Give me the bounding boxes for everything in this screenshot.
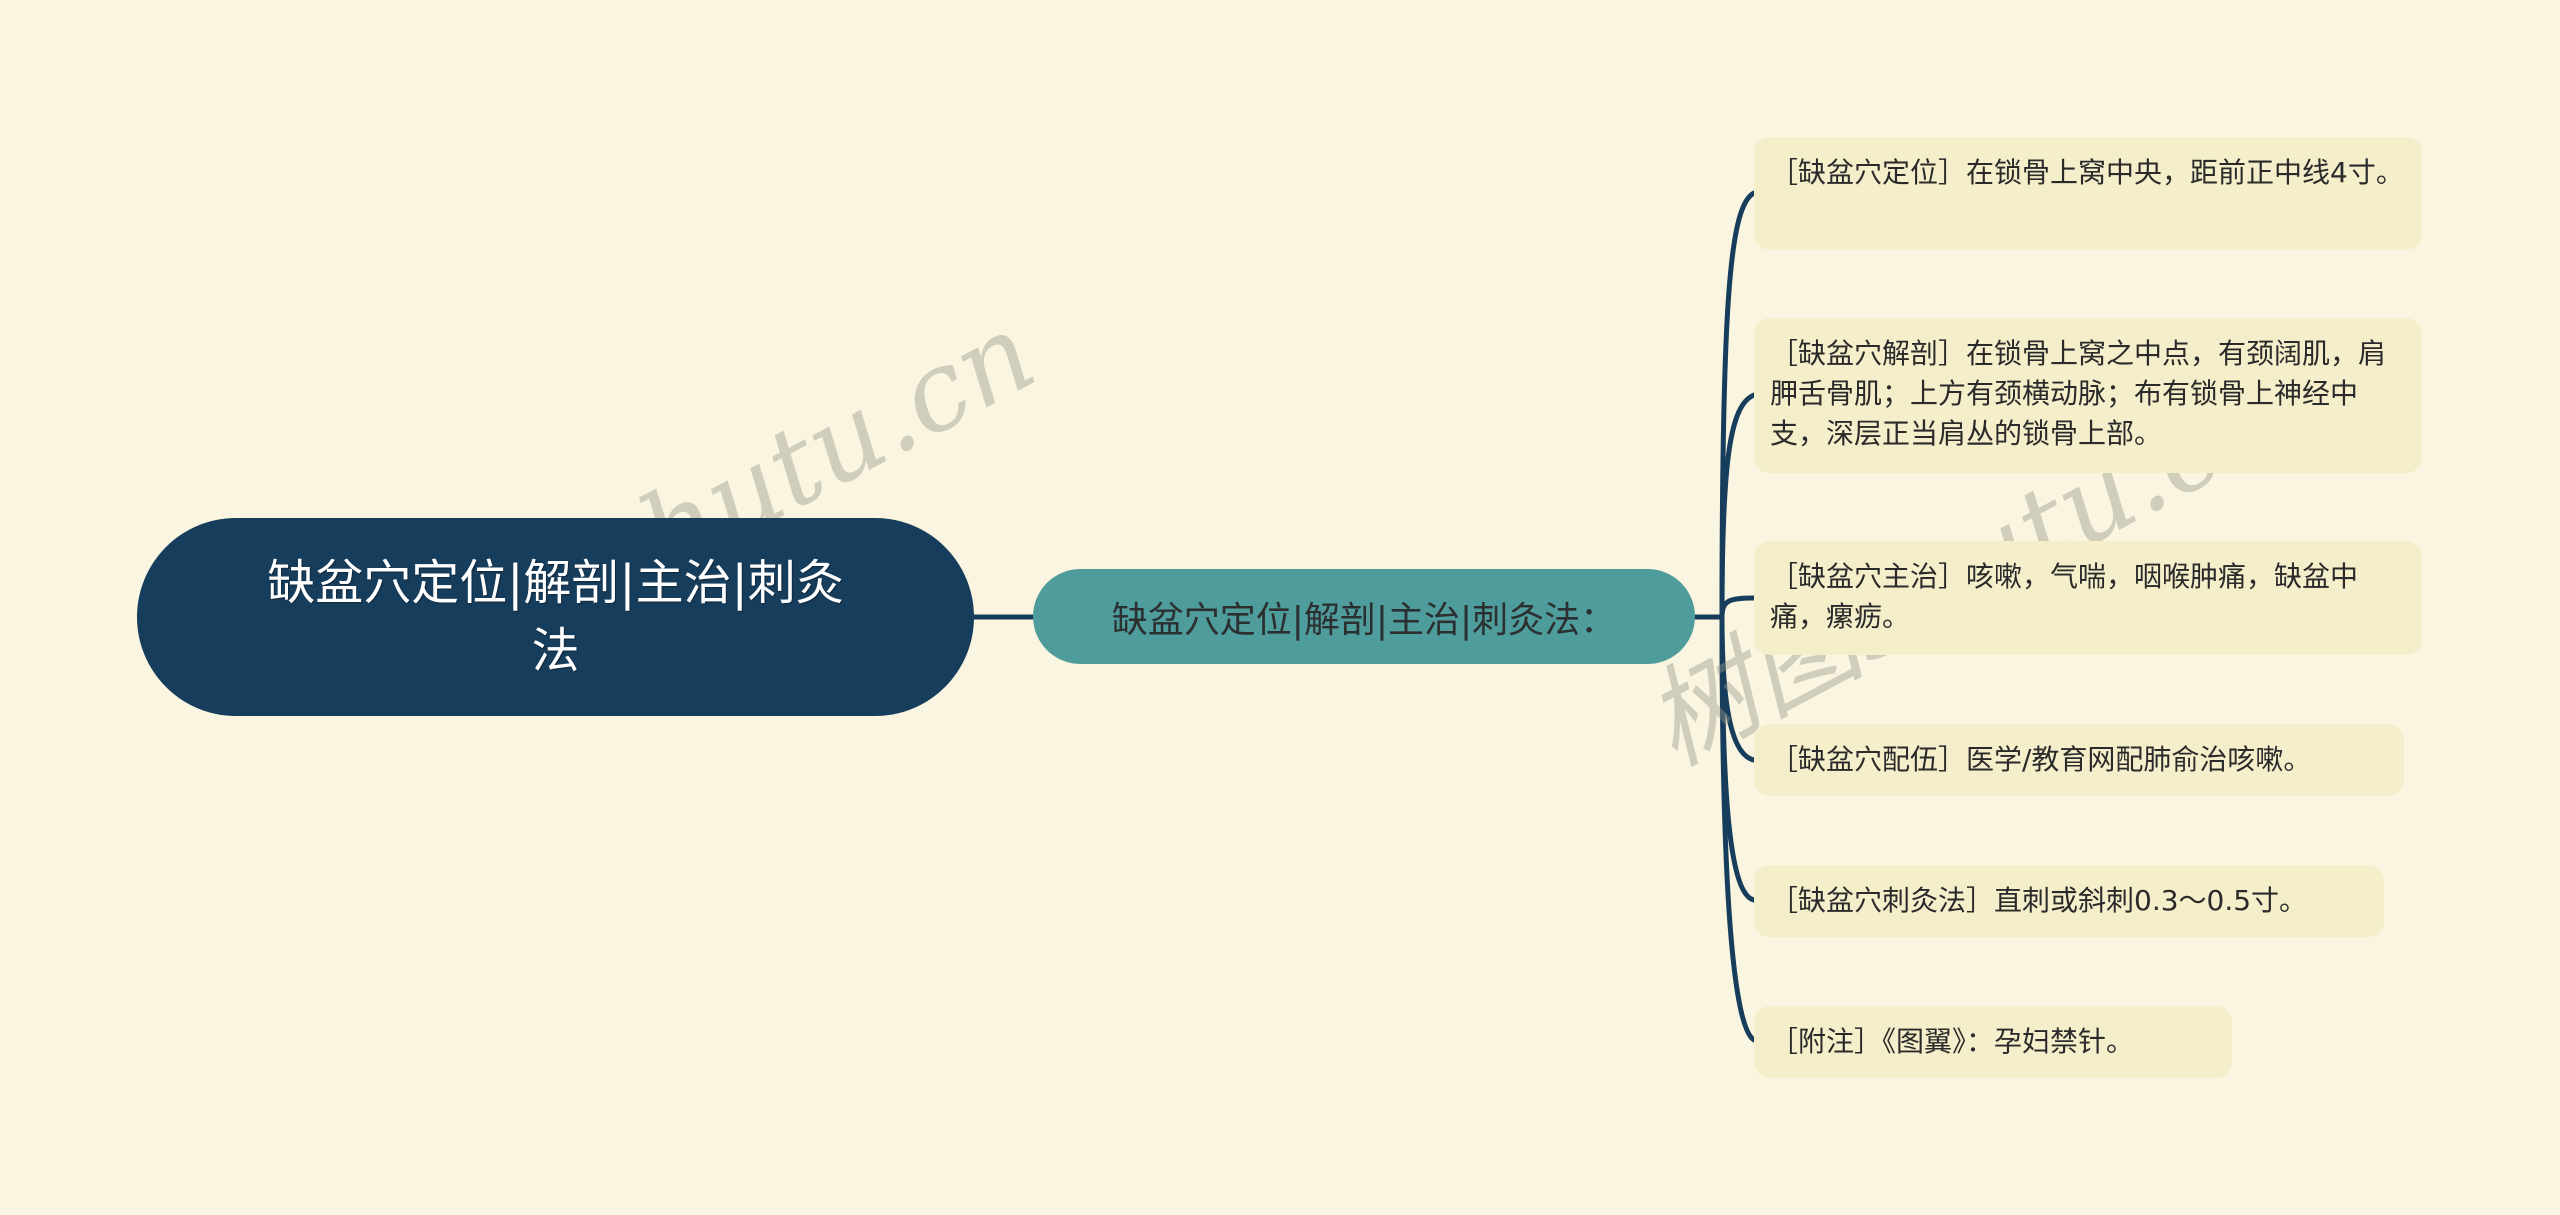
leaf-node-location[interactable]: ［缺盆穴定位］在锁骨上窝中央，距前正中线4寸。 [1754, 137, 2422, 250]
root-node[interactable]: 缺盆穴定位|解剖|主治|刺灸法 [137, 518, 974, 716]
root-node-label: 缺盆穴定位|解剖|主治|刺灸法 [267, 555, 844, 679]
leaf-node-acupuncture-method[interactable]: ［缺盆穴刺灸法］直刺或斜刺0.3～0.5寸。 [1754, 865, 2384, 937]
branch-node[interactable]: 缺盆穴定位|解剖|主治|刺灸法： [1033, 569, 1695, 664]
leaf-label: ［缺盆穴刺灸法］直刺或斜刺0.3～0.5寸。 [1770, 884, 2308, 917]
leaf-connector-6 [1719, 614, 1757, 1043]
leaf-connector-1 [1719, 190, 1757, 620]
leaf-label: ［缺盆穴解剖］在锁骨上窝之中点，有颈阔肌，肩胛舌骨肌；上方有颈横动脉；布有锁骨上… [1770, 337, 2387, 450]
leaf-connector-3 [1719, 595, 1757, 620]
leaf-label: ［缺盆穴主治］咳嗽，气喘，咽喉肿痛，缺盆中痛，瘰疬。 [1770, 560, 2359, 633]
leaf-connector-4 [1719, 614, 1757, 763]
leaf-node-note[interactable]: ［附注］《图翼》：孕妇禁针。 [1754, 1006, 2232, 1078]
leaf-label: ［缺盆穴定位］在锁骨上窝中央，距前正中线4寸。 [1770, 156, 2404, 189]
leaf-node-indications[interactable]: ［缺盆穴主治］咳嗽，气喘，咽喉肿痛，缺盆中痛，瘰疬。 [1754, 541, 2422, 655]
leaf-label: ［附注］《图翼》：孕妇禁针。 [1770, 1025, 2135, 1058]
leaf-node-anatomy[interactable]: ［缺盆穴解剖］在锁骨上窝之中点，有颈阔肌，肩胛舌骨肌；上方有颈横动脉；布有锁骨上… [1754, 318, 2422, 473]
branch-node-label: 缺盆穴定位|解剖|主治|刺灸法： [1111, 599, 1617, 641]
leaf-node-combination[interactable]: ［缺盆穴配伍］医学/教育网配肺俞治咳嗽。 [1754, 724, 2404, 796]
leaf-label: ［缺盆穴配伍］医学/教育网配肺俞治咳嗽。 [1770, 743, 2312, 776]
leaf-connector-2 [1719, 392, 1757, 620]
